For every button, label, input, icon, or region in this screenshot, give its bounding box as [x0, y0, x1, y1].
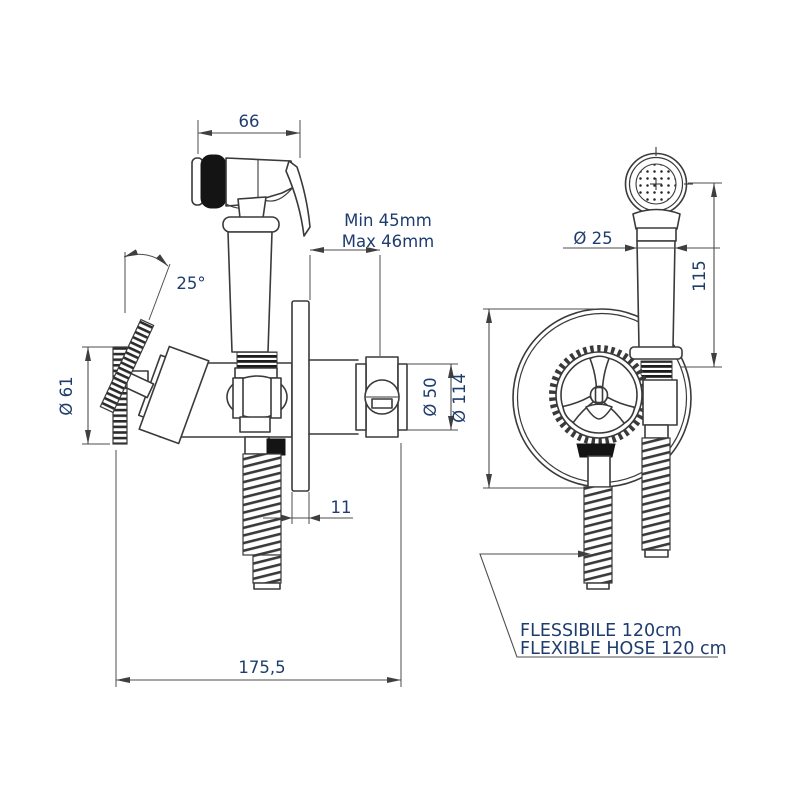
flexible-hose-side-tail [252, 554, 282, 584]
handwheel-outlet-black [576, 443, 616, 458]
hose-note: FLESSIBILE 120cm FLEXIBLE HOSE 120 cm [479, 550, 727, 659]
side-view [99, 154, 408, 590]
knurled-knob-tilted [99, 318, 155, 414]
label-plate-thickness: 11 [331, 498, 352, 517]
label-body-diameter: Ø 50 [421, 377, 440, 416]
flexible-hose-left [583, 486, 613, 584]
label-overall-width: 175,5 [238, 658, 285, 677]
hose-end-cap-side [253, 582, 281, 590]
trigger-lever [285, 160, 311, 237]
label-hose-it: FLESSIBILE 120cm [520, 621, 682, 641]
label-tilt-angle: 25° [176, 274, 205, 293]
hose-end-cap-right [644, 549, 669, 558]
neck-cone [237, 196, 267, 219]
dimension-body-diameter: Ø 50 [407, 363, 458, 431]
hose-end-cap-left [586, 582, 610, 590]
dimension-plate-thickness: 11 [263, 492, 353, 524]
spray-face [200, 154, 227, 209]
label-knob-diameter: Ø 61 [57, 376, 76, 415]
dimension-knob-diameter: Ø 61 [57, 346, 114, 445]
hub-screw-slot [594, 386, 604, 404]
dimension-rosette-diameter: Ø 114 [450, 308, 597, 489]
hose-fitting-black [266, 438, 286, 456]
handle-side [227, 231, 273, 353]
handle-thread [236, 351, 278, 369]
label-handle-height: 115 [690, 260, 709, 292]
handle-collar [222, 216, 280, 233]
label-head-width: 66 [239, 112, 260, 131]
dimensions: 66 Min 45mm Max 46mm 25° Ø 61 [57, 112, 727, 687]
holder-bracket-front [642, 379, 678, 426]
holder-flange [629, 346, 683, 360]
head-dome-front [632, 208, 681, 230]
wall-plate-side [291, 300, 310, 492]
neck-ring-front [636, 227, 677, 242]
dimension-head-width: 66 [197, 112, 301, 158]
label-depth-max: Max 46mm [342, 232, 435, 251]
handwheel [549, 345, 649, 458]
hose-connector-left [587, 455, 611, 488]
ball-lower-collar [239, 416, 271, 433]
front-view [512, 147, 693, 590]
dimension-overall-width: 175,5 [115, 443, 402, 687]
dimension-handle-height: 115 [681, 182, 722, 368]
dimension-tilt-angle: 25° [123, 249, 206, 321]
flexible-hose-side [242, 453, 282, 556]
label-depth-min: Min 45mm [344, 211, 432, 230]
dimension-mounting-depth: Min 45mm Max 46mm [309, 211, 435, 356]
hose-connector-right [644, 424, 669, 439]
leader-arrow [578, 550, 591, 558]
label-hose-en: FLEXIBLE HOSE 120 cm [520, 639, 727, 659]
flexible-hose-right [641, 437, 671, 551]
label-handle-diameter: Ø 25 [573, 229, 612, 248]
ball-clamp-right [270, 377, 282, 419]
hose-connector-side [244, 436, 270, 455]
screw-slot [371, 398, 393, 409]
dimension-handle-diameter: Ø 25 [563, 229, 720, 252]
ball-clamp-left [232, 377, 244, 419]
label-rosette-diameter: Ø 114 [450, 373, 469, 423]
handle-front [636, 240, 676, 349]
bracket-front-piece [138, 345, 210, 445]
